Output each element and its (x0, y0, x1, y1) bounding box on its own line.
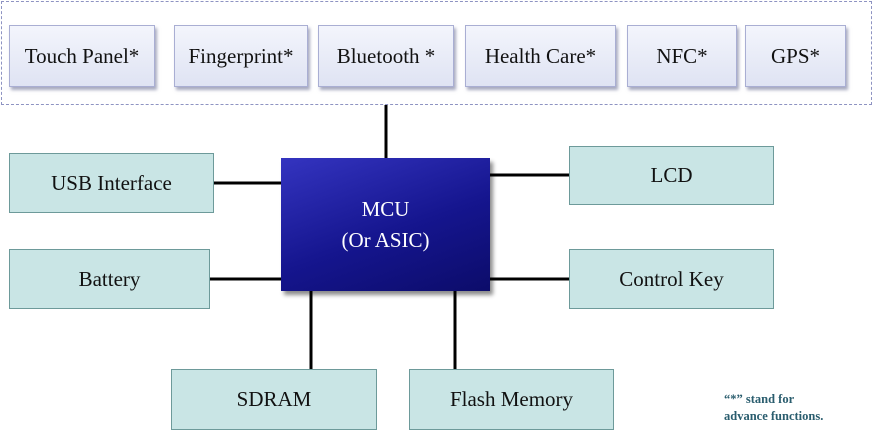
bluetooth-box: Bluetooth * (318, 25, 454, 87)
sdram-box: SDRAM (171, 369, 377, 430)
note-line-1: “*” stand for (724, 392, 795, 406)
mcu-sublabel: (Or ASIC) (341, 227, 430, 252)
note-line-2: advance functions. (724, 409, 824, 423)
control-key-box: Control Key (569, 249, 774, 309)
advanced-functions-note: “*” stand for advance functions. (724, 391, 870, 425)
health-care-box: Health Care* (465, 25, 616, 87)
fingerprint-box: Fingerprint* (174, 25, 308, 87)
nfc-box: NFC* (627, 25, 737, 87)
mcu-block: MCU (Or ASIC) (281, 158, 490, 291)
touch-panel-box: Touch Panel* (9, 25, 155, 87)
lcd-box: LCD (569, 146, 774, 205)
advanced-functions-group (1, 1, 872, 105)
mcu-label: MCU (361, 196, 410, 221)
usb-interface-box: USB Interface (9, 153, 214, 213)
flash-memory-box: Flash Memory (409, 369, 614, 430)
gps-box: GPS* (745, 25, 846, 87)
battery-box: Battery (9, 249, 210, 309)
